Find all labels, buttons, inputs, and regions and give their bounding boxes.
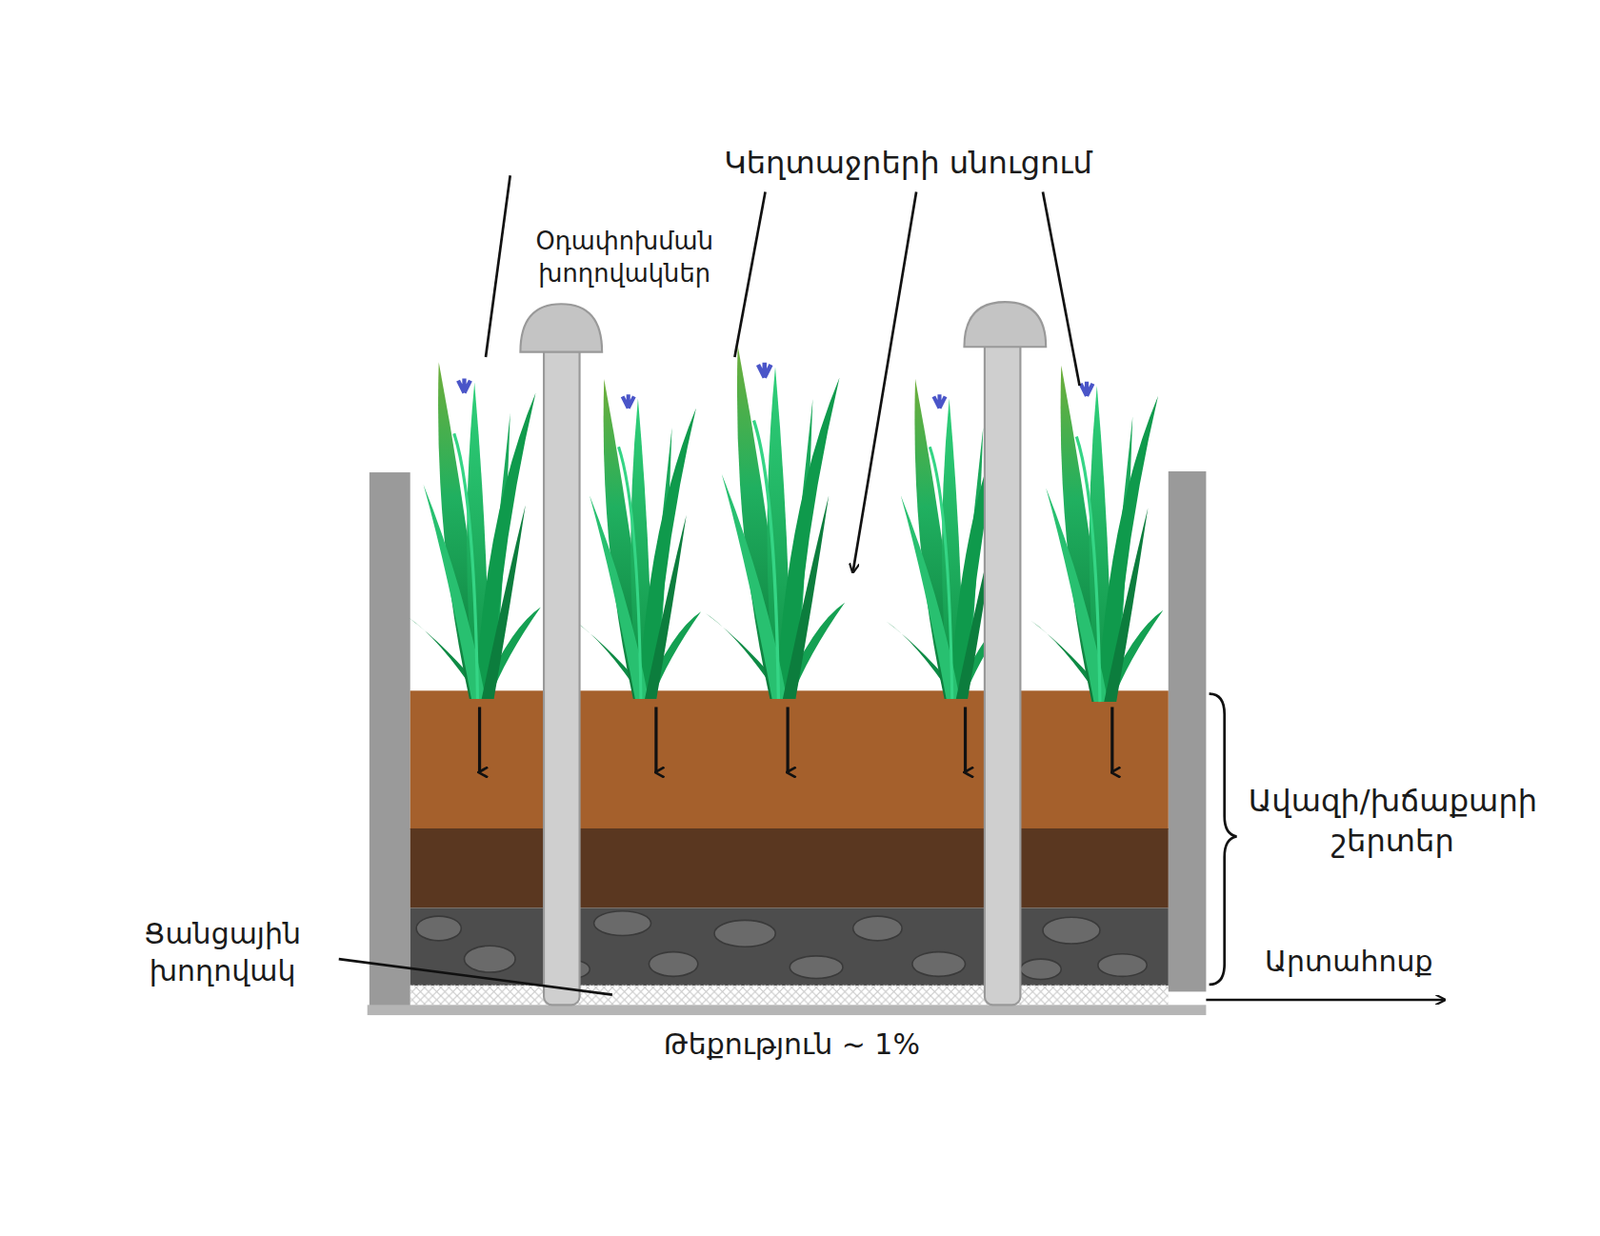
mesh-pipe [410,984,1169,1005]
wall [1168,471,1207,992]
gravel [416,911,1147,980]
outflow-label: Արտահոսք [1246,943,1451,981]
wall [369,472,411,1016]
bracket [1209,694,1238,985]
leader-lines [339,175,1444,1000]
feed-label: Կեղտաջրերի սնուցում [673,142,1143,183]
sand-layer [410,690,1169,830]
gravel-layer [410,908,1169,986]
soil-layer [410,828,1169,909]
layers-label: Ավազի/խճաքարի շերտեր [1234,780,1551,861]
slope-label: Թեքություն ~ 1% [608,1026,977,1064]
vent-label: Օդափոխման խողովակներ [512,226,738,291]
vent-pipes [520,301,1046,1005]
base [367,1004,1207,1016]
plants [408,345,1164,702]
mesh-label: Ցանցային խողովակ [120,916,324,991]
